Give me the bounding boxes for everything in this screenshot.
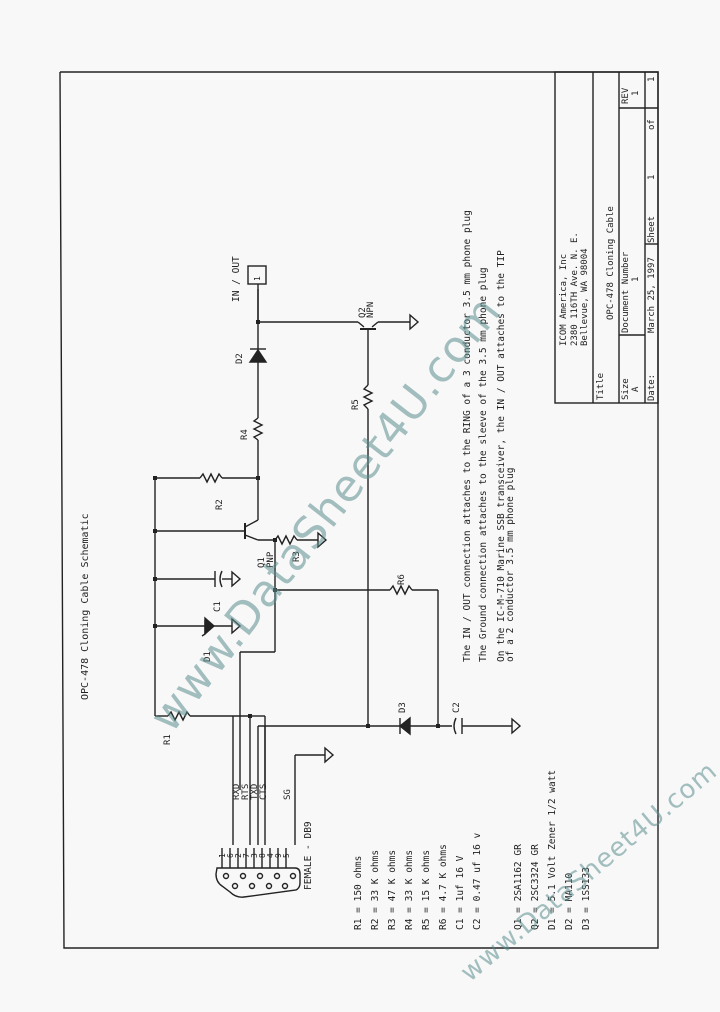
page-border (59, 71, 659, 949)
size-label: Size (621, 378, 631, 400)
note-1: The IN / OUT connection attaches to the … (462, 210, 473, 662)
connector-label: FEMALE - DB9 (303, 821, 314, 890)
rev-label: REV (621, 87, 631, 104)
part-r4: R4 = 33 K ohms (404, 849, 415, 930)
doc-number-label: Document Number (621, 251, 631, 333)
label-c2: C2 (452, 702, 462, 713)
size-value: A (631, 386, 641, 392)
title-label: Title (596, 372, 606, 400)
part-c1: C1 = 1uf 16 V (455, 855, 466, 930)
io-pin-number: 1 (253, 276, 262, 281)
sheet-value: 1 (647, 174, 657, 180)
part-r6: R6 = 4.7 K ohms (438, 844, 449, 930)
of-value: 1 (647, 76, 657, 82)
company-name: ICOM America, Inc (559, 253, 569, 346)
sheet-label: Sheet (647, 215, 657, 243)
db9-pin-5: 5 (282, 853, 291, 858)
label-r4: R4 (240, 429, 250, 440)
doc-number-value: 1 (631, 276, 641, 282)
io-label: IN / OUT (231, 256, 242, 302)
address-line-1: 2380 116TH Ave. N. E. (570, 232, 580, 346)
part-r2: R2 = 33 K ohms (370, 849, 381, 930)
of-label: of (647, 119, 657, 130)
part-r3: R3 = 47 K ohms (387, 849, 398, 930)
signal-sg: SG (283, 789, 293, 800)
title-block-frame (554, 71, 659, 404)
signal-cts: CTS (259, 783, 269, 800)
address-line-2: Bellevue, WA 98004 (580, 248, 590, 346)
label-r2: R2 (215, 499, 225, 510)
rev-value: 1 (631, 90, 641, 96)
schematic-title: OPC-478 Cloning Cable Schematic (80, 513, 91, 700)
label-d3: D3 (398, 702, 408, 713)
label-r5: R5 (351, 399, 361, 410)
label-d2: D2 (235, 353, 245, 364)
label-r1: R1 (163, 734, 173, 745)
part-r1: R1 = 150 ohms (353, 855, 364, 930)
date-label: Date: (647, 373, 657, 401)
label-r6: R6 (397, 574, 407, 585)
label-q2-type: NPN (366, 301, 376, 318)
part-c2: C2 = 0.47 uf 16 v (472, 832, 483, 930)
note-4: of a 2 conductor 3.5 mm phone plug (505, 467, 516, 662)
date-value: March 25, 1997 (647, 257, 657, 333)
title-value: OPC-478 Cloning Cable (606, 206, 616, 320)
part-r5: R5 = 15 K ohms (421, 849, 432, 930)
